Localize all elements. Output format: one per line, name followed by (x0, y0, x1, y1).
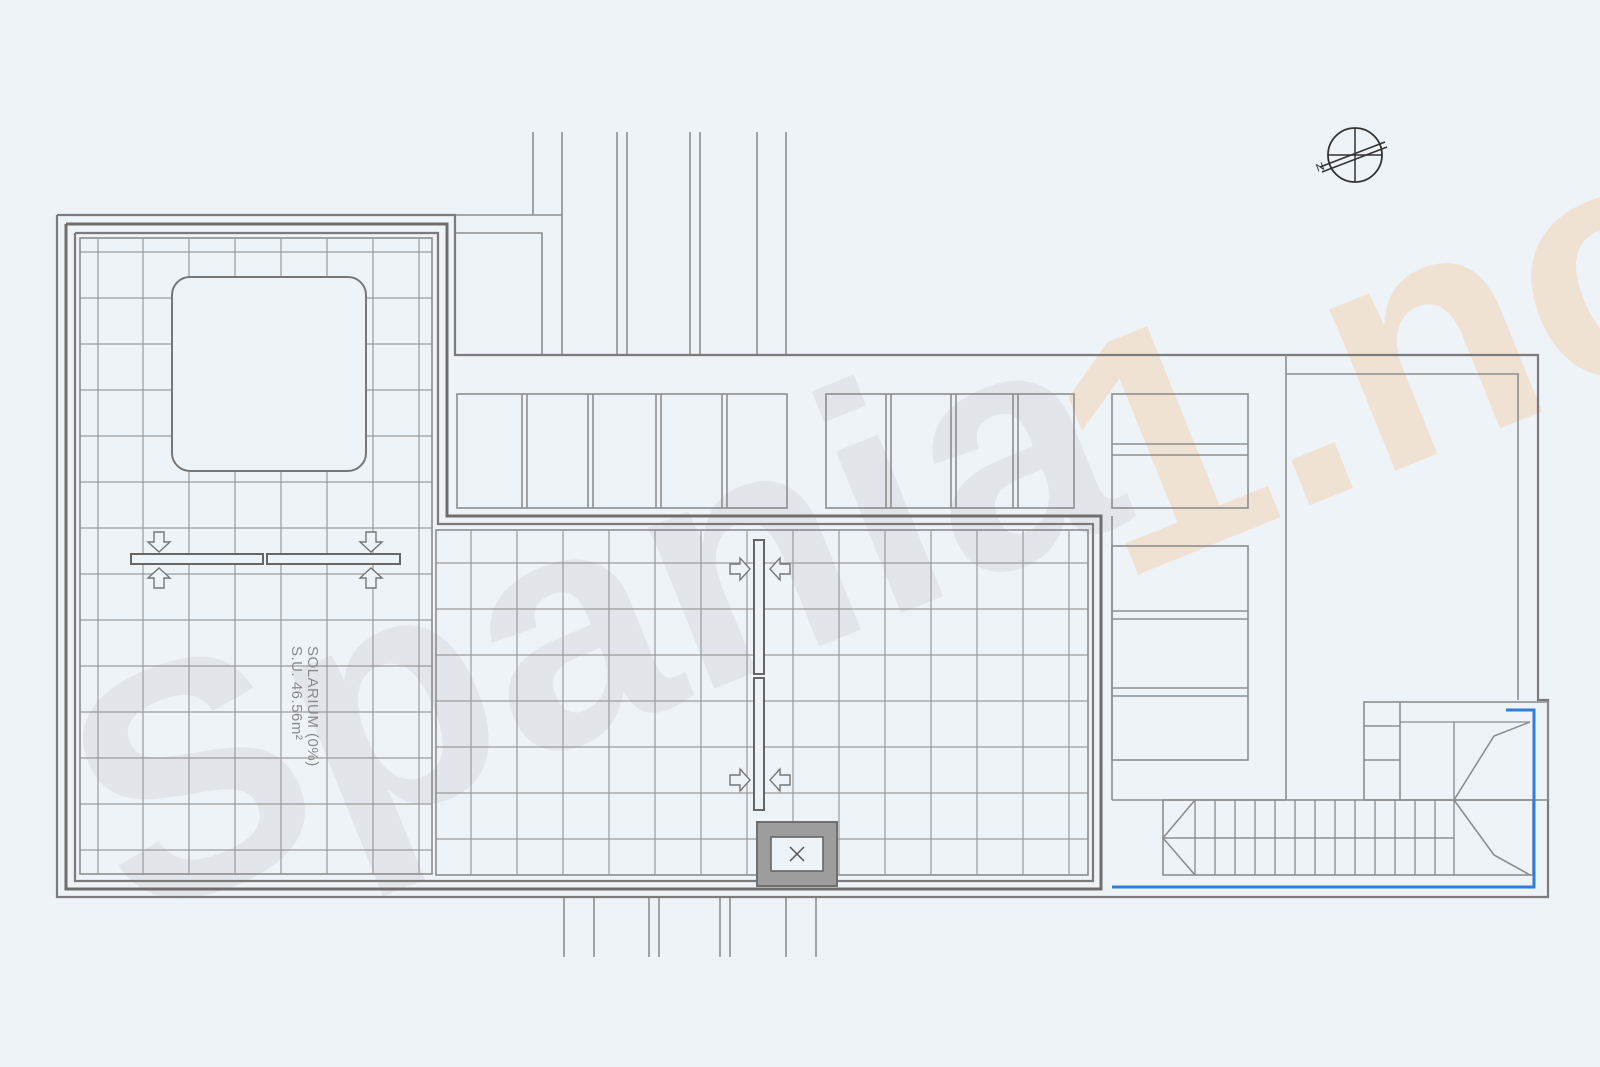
outer-walls (55, 213, 1550, 899)
stair-railing (1112, 708, 1536, 889)
staircase (1161, 701, 1549, 876)
ventilation-duct (756, 821, 838, 887)
compass-north-label: N (1314, 161, 1326, 175)
right-glass-divider (729, 539, 791, 811)
left-glass-divider (130, 531, 401, 589)
room-name: SOLARIUM (0%) (304, 646, 321, 767)
compass: N (1314, 127, 1388, 183)
room-area: S.U. 46.56m² (288, 646, 305, 740)
plunge-pool (171, 276, 367, 472)
bottom-exterior-lines (563, 897, 817, 957)
room-label: SOLARIUM (0%) S.U. 46.56m² (288, 646, 321, 767)
top-exterior-lines (455, 132, 787, 355)
right-terrace-tiles (435, 529, 1089, 876)
